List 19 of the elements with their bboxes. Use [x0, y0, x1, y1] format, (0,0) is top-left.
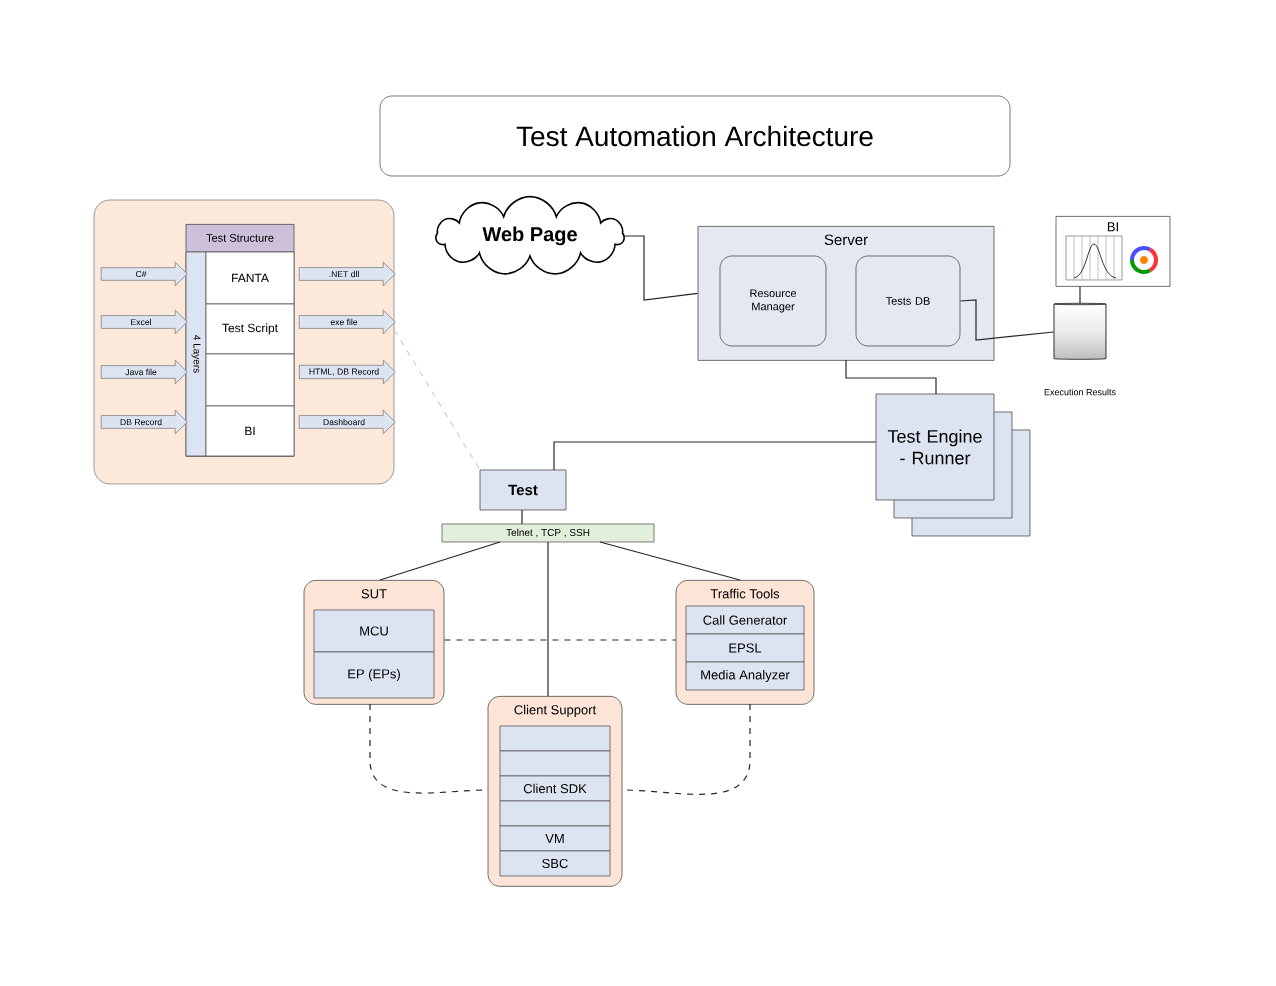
- connector: [553, 441, 877, 471]
- connector: [443, 639, 677, 641]
- connector: [599, 541, 741, 581]
- connector: [624, 235, 699, 301]
- database-cylinder: [1053, 302, 1107, 360]
- connector: [547, 541, 549, 697]
- web-page-cloud: Web Page: [435, 195, 625, 275]
- list-row: [499, 800, 611, 827]
- connector: [1079, 286, 1081, 304]
- list-row: [499, 750, 611, 777]
- connector: [521, 509, 523, 525]
- connector: [845, 359, 937, 395]
- connector: [959, 299, 1055, 341]
- connector: [379, 541, 501, 581]
- engine-stack: Test Engine - Runner: [875, 393, 1031, 537]
- layer-cell: [205, 353, 295, 407]
- title-box: Test Automation Architecture: [379, 95, 1011, 177]
- connector: [393, 329, 481, 471]
- list-row: [499, 725, 611, 752]
